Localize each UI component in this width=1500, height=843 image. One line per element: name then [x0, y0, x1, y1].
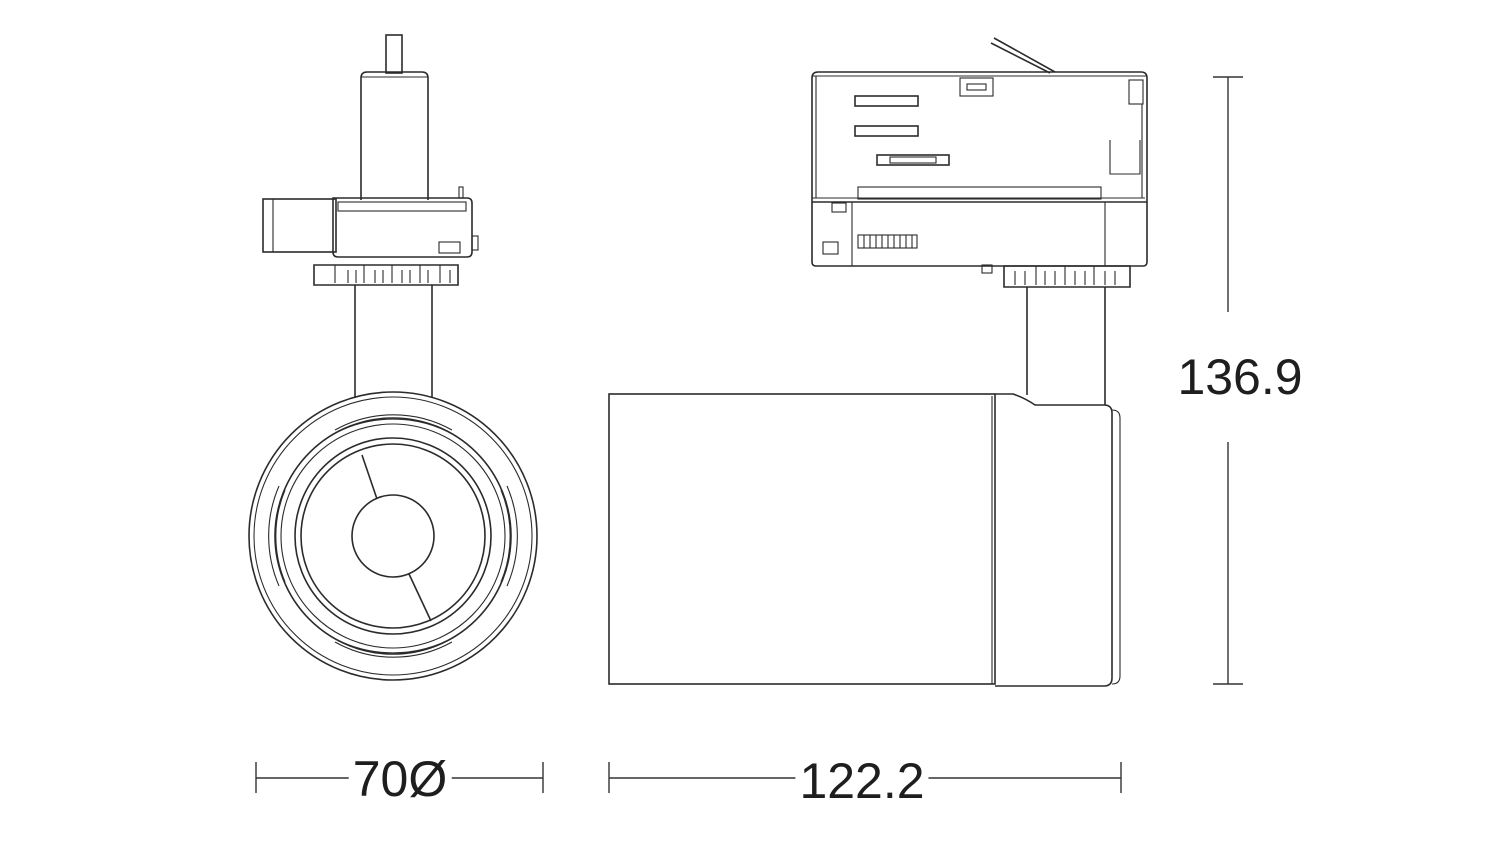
diameter-dimension-label: 70Ø	[348, 754, 452, 804]
front-view	[248, 34, 538, 681]
height-dimension-label: 136.9	[1173, 312, 1307, 442]
side-cylinder	[608, 393, 1121, 687]
side-adapter	[811, 37, 1148, 405]
front-lens	[248, 391, 538, 681]
front-adapter	[262, 34, 479, 398]
side-view	[608, 37, 1148, 687]
length-dimension-label: 122.2	[795, 756, 929, 806]
